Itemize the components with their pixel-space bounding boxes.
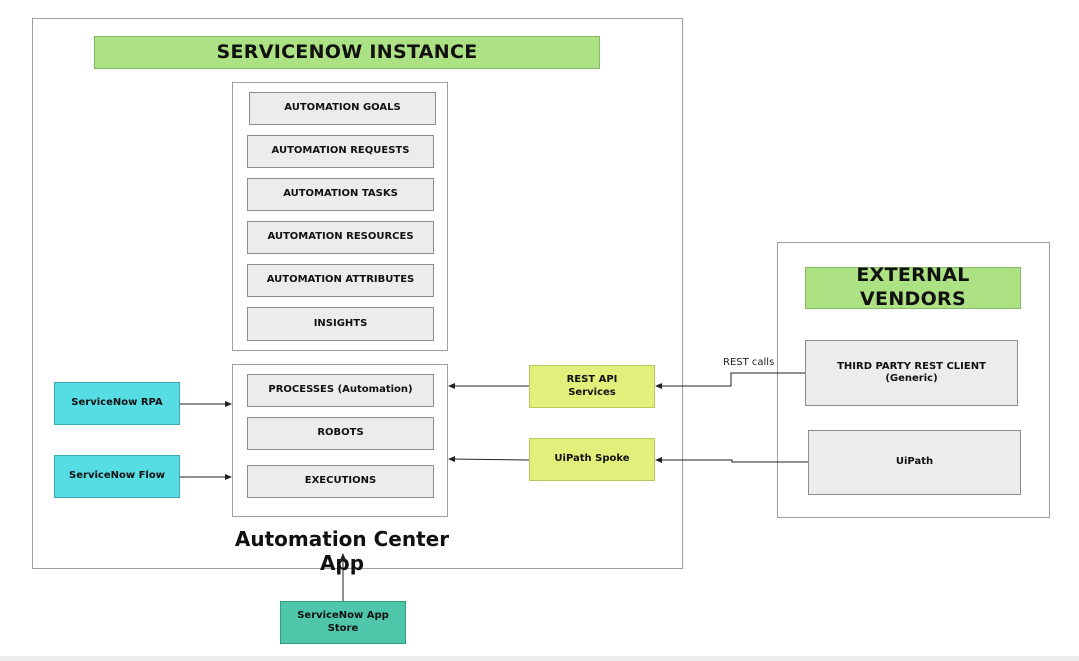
- table-insights[interactable]: INSIGHTS: [247, 307, 434, 341]
- servicenow-flow-node[interactable]: ServiceNow Flow: [54, 455, 180, 498]
- servicenow-app-store-node[interactable]: ServiceNow App Store: [280, 601, 406, 644]
- servicenow-instance-title: SERVICENOW INSTANCE: [94, 36, 600, 69]
- third-party-rest-client-node[interactable]: THIRD PARTY REST CLIENT (Generic): [805, 340, 1018, 406]
- table-automation-requests[interactable]: AUTOMATION REQUESTS: [247, 135, 434, 168]
- uipath-spoke-to-executions-arrow: [448, 456, 530, 463]
- table-executions[interactable]: EXECUTIONS: [247, 465, 434, 498]
- table-automation-attributes[interactable]: AUTOMATION ATTRIBUTES: [247, 264, 434, 297]
- rest-calls-label: REST calls: [723, 357, 775, 368]
- uipath-node[interactable]: UiPath: [808, 430, 1021, 495]
- table-processes[interactable]: PROCESSES (Automation): [247, 374, 434, 407]
- table-automation-goals[interactable]: AUTOMATION GOALS: [249, 92, 436, 125]
- table-automation-resources[interactable]: AUTOMATION RESOURCES: [247, 221, 434, 254]
- table-automation-tasks[interactable]: AUTOMATION TASKS: [247, 178, 434, 211]
- uipath-to-uipath-spoke-arrow: [655, 457, 808, 463]
- automation-tables-group: [232, 82, 448, 351]
- rest-client-to-rest-api-arrow: [655, 372, 805, 389]
- uipath-spoke-node[interactable]: UiPath Spoke: [529, 438, 655, 481]
- table-robots[interactable]: ROBOTS: [247, 417, 434, 450]
- canvas-bottom-strip: [0, 656, 1079, 661]
- servicenow-rpa-node[interactable]: ServiceNow RPA: [54, 382, 180, 425]
- rest-api-services-node[interactable]: REST API Services: [529, 365, 655, 408]
- external-vendors-title: EXTERNAL VENDORS: [805, 264, 1021, 310]
